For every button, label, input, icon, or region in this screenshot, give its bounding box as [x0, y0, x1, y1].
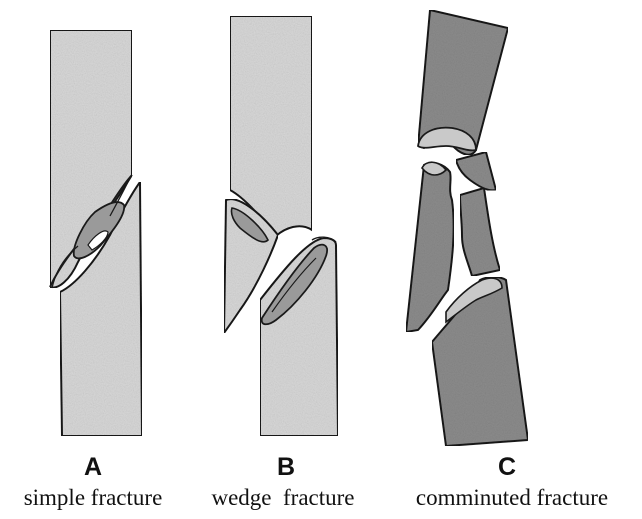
- panel-b-caption: wedge fracture: [168, 484, 398, 512]
- bone-c-left-middle-fragment: [406, 163, 454, 332]
- bone-simple-fracture: [50, 30, 142, 436]
- panel-c-caption: comminuted fracture: [397, 484, 627, 512]
- bone-comminuted-fracture: [406, 10, 528, 446]
- bone-wedge-fracture: [224, 16, 338, 436]
- panel-a-letter: A: [63, 452, 123, 482]
- bone-c-small-wedge: [456, 152, 496, 190]
- panel-b-letter: B: [256, 452, 316, 482]
- bone-c-center-fragment: [460, 188, 500, 276]
- bone-c-bottom-fragment: [432, 277, 528, 446]
- panel-c-letter: C: [477, 452, 537, 482]
